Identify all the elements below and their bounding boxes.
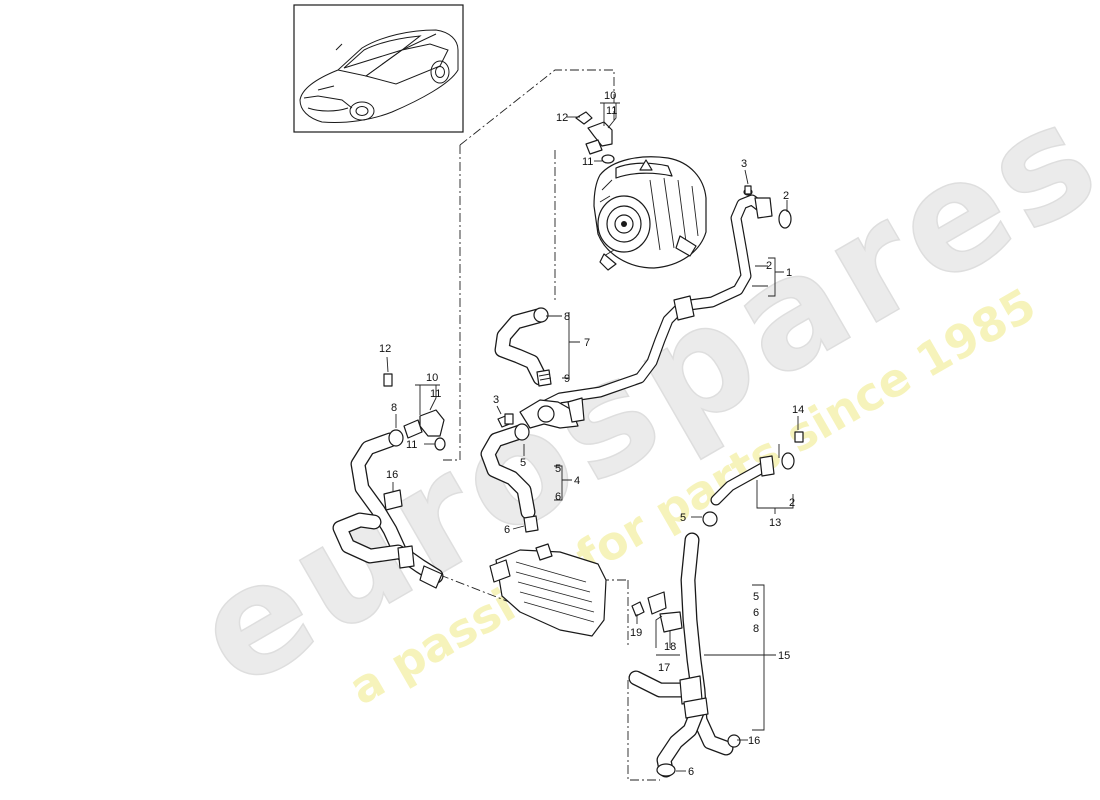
fitting-10-upper xyxy=(575,111,615,164)
callout-18: 18 xyxy=(664,641,676,653)
alternator xyxy=(593,156,707,271)
oil-cooler xyxy=(489,543,607,637)
callout-5-hose15: 5 xyxy=(753,591,759,603)
callout-19: 19 xyxy=(630,627,642,639)
callout-8-hose15: 8 xyxy=(753,623,759,635)
callout-12-upper: 12 xyxy=(556,112,568,124)
leader-lines xyxy=(386,102,799,772)
callout-2-hose13: 2 xyxy=(789,497,795,509)
callout-11-upper: 11 xyxy=(606,105,617,117)
callout-3-top: 3 xyxy=(741,158,747,170)
fitting-10-left xyxy=(383,373,446,451)
callout-4: 4 xyxy=(574,475,580,487)
car-illustration xyxy=(299,29,459,123)
callout-3-center: 3 xyxy=(493,394,499,406)
callout-17: 17 xyxy=(658,662,670,674)
coolant-pipe-upper xyxy=(534,185,792,414)
callout-8-hose7: 8 xyxy=(564,311,570,323)
hose-15 xyxy=(628,532,741,778)
callout-5-right: 5 xyxy=(680,512,686,524)
hose-4 xyxy=(480,423,539,533)
bolts xyxy=(504,413,804,443)
callout-11-upper-ring: 11 xyxy=(582,156,593,168)
vehicle-thumbnail xyxy=(293,4,464,133)
callout-5-hose4: 5 xyxy=(555,463,561,475)
callout-16-right: 16 xyxy=(748,735,760,747)
callout-6-hose4: 6 xyxy=(555,491,561,503)
callout-8-left: 8 xyxy=(391,402,397,414)
callout-6-hose15: 6 xyxy=(753,607,759,619)
coolant-junction xyxy=(497,397,585,429)
hose-13 xyxy=(702,452,795,527)
callout-1: 1 xyxy=(786,267,792,279)
hose-7 xyxy=(494,307,552,387)
clip-assembly xyxy=(631,591,683,633)
callout-2-pipe: 2 xyxy=(766,260,772,272)
hose-left-assembly xyxy=(332,429,444,589)
callout-9: 9 xyxy=(564,373,570,385)
callout-6-center: 6 xyxy=(504,524,510,536)
callout-14: 14 xyxy=(792,404,804,416)
callout-2-top: 2 xyxy=(783,190,789,202)
callout-12-left: 12 xyxy=(379,343,391,355)
callout-7: 7 xyxy=(584,337,590,349)
callout-16-left: 16 xyxy=(386,469,398,481)
callout-13: 13 xyxy=(769,517,781,529)
callout-11-left: 11 xyxy=(430,388,441,400)
callout-11-left-ring: 11 xyxy=(406,439,417,451)
callout-10-left: 10 xyxy=(426,372,438,384)
callout-15: 15 xyxy=(778,650,790,662)
callout-labels: 10 11 12 11 3 2 2 1 8 7 9 12 10 11 8 11 … xyxy=(379,90,804,778)
callout-10-upper: 10 xyxy=(604,90,616,102)
callout-5-center: 5 xyxy=(520,457,526,469)
callout-6-bottom: 6 xyxy=(688,766,694,778)
